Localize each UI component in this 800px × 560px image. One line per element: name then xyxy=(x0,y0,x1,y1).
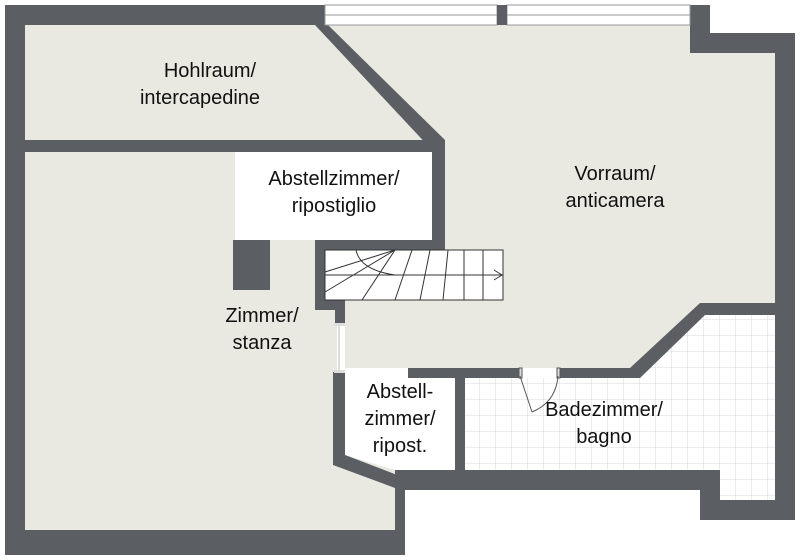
room-label-hohlraum-2: intercapedine xyxy=(140,87,260,109)
abstell-small-floor xyxy=(345,378,455,470)
badezimmer-floor xyxy=(465,315,775,500)
door-opening xyxy=(334,323,345,373)
room-label-abstell-small-2: zimmer/ xyxy=(364,408,436,430)
room-label-zimmer: Zimmer/ xyxy=(225,305,299,327)
bathroom-door xyxy=(518,367,561,413)
room-label-vorraum: Vorraum/ xyxy=(574,163,656,185)
room-label-abstellzimmer-2: ripostiglio xyxy=(292,195,376,217)
room-label-hohlraum: Hohlraum/ xyxy=(164,60,257,82)
hohlraum-floor xyxy=(25,25,432,140)
room-label-zimmer-2: stanza xyxy=(233,332,293,354)
vorraum-floor xyxy=(325,25,775,368)
room-label-abstellzimmer: Abstellzimmer/ xyxy=(268,168,400,190)
stair-arrow-icon xyxy=(493,269,503,281)
room-label-badezimmer: Badezimmer/ xyxy=(545,399,663,421)
room-label-abstell-small: Abstell- xyxy=(367,381,434,403)
room-label-badezimmer-2: bagno xyxy=(576,426,632,448)
zimmer-floor-lower xyxy=(25,455,395,530)
room-label-vorraum-2: anticamera xyxy=(566,190,666,212)
staircase xyxy=(324,249,504,301)
room-label-abstell-small-3: ripost. xyxy=(373,435,427,457)
window xyxy=(324,4,691,26)
abstellzimmer-floor xyxy=(235,152,432,240)
walls xyxy=(5,5,795,555)
